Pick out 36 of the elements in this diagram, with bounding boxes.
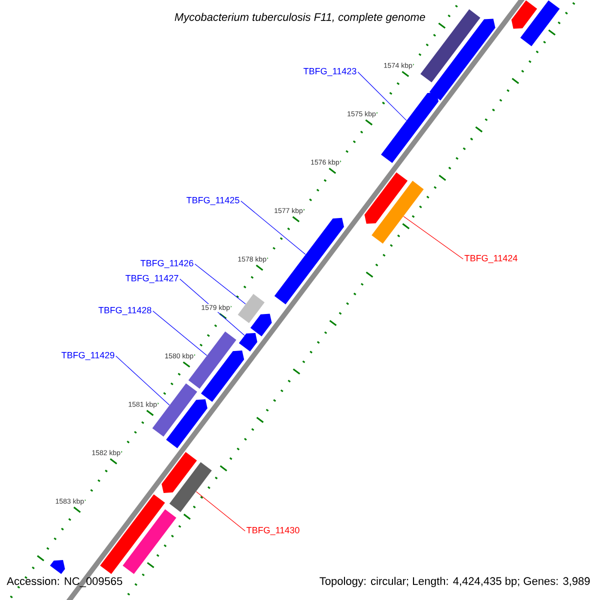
gene-block [238,333,258,352]
gene-block [511,0,538,29]
gene-label: TBFG_11423 [304,68,356,76]
gene-block [381,92,438,163]
gene-label: TBFG_11427 [126,274,178,284]
leader-line [180,278,245,336]
leader-line [240,200,306,255]
genome-stats-text: Topology: circular; Length: 4,424,435 bp; Genes: 3,989 [320,576,590,588]
gene-block [372,180,424,244]
gene-block [238,294,265,324]
gene-block [429,18,496,100]
leader-line [116,356,170,406]
accession-text: Accession: NC_009565 [6,576,122,588]
gene-block [166,399,208,448]
gene-block [50,560,65,574]
leader-line [403,216,464,260]
gene-block [201,350,244,402]
leader-line [196,491,246,532]
gene-block [100,494,165,574]
gene-block [520,0,560,46]
gene-block [364,172,408,224]
gene-label: TBFG_11424 [464,254,518,264]
gene-block [162,452,197,493]
gene-block [122,509,176,574]
leader-line [194,264,246,304]
gene-label: TBFG_11430 [246,526,300,536]
gene-label: TBFG_11429 [62,352,114,360]
gene-label: TBFG_11426 [140,260,194,268]
leader-line [152,310,208,356]
leader-line [358,72,407,121]
gene-label: TBFG_11428 [98,306,152,316]
gene-block [274,218,344,304]
gene-block [169,462,212,512]
gene-label: TBFG_11425 [186,196,240,206]
title: Mycobacterium tuberculosis F11, complete genome [172,11,428,25]
gene-block [250,314,272,336]
